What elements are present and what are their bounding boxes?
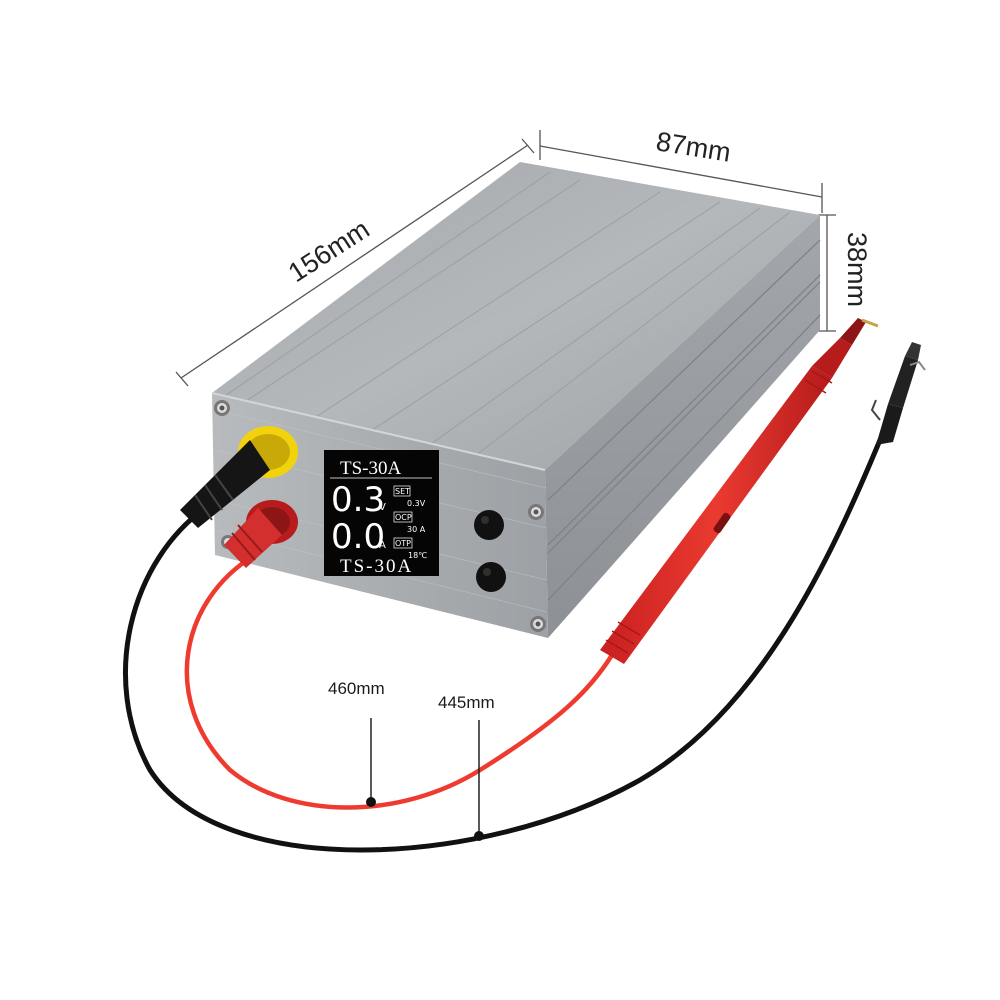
ocp-value: 30 A bbox=[407, 525, 426, 534]
screw bbox=[530, 616, 546, 632]
temperature-value: 18℃ bbox=[408, 551, 427, 560]
black-yellow-connector bbox=[180, 426, 298, 528]
otp-label: OTP bbox=[395, 539, 411, 548]
black-test-lead bbox=[122, 342, 926, 853]
red-cable-length-label: 460mm bbox=[328, 679, 385, 698]
length-dimension-label: 156mm bbox=[283, 214, 375, 288]
red-test-lead bbox=[184, 318, 879, 810]
width-dimension-label: 87mm bbox=[654, 126, 733, 167]
top-face bbox=[212, 162, 820, 470]
display-title: TS-30A bbox=[340, 458, 402, 479]
spot-welder-body: TS-30A 0.3 V 0.0 A SET 0.3V OCP 30 A OTP… bbox=[211, 162, 821, 638]
height-dimension-label: 38mm bbox=[842, 232, 872, 307]
voltage-unit: V bbox=[379, 502, 386, 513]
lcd-display: TS-30A 0.3 V 0.0 A SET 0.3V OCP 30 A OTP… bbox=[324, 450, 439, 577]
black-cable-length-label: 445mm bbox=[438, 693, 495, 712]
front-model-label: TS-30A bbox=[340, 556, 413, 577]
screw bbox=[214, 400, 230, 416]
front-button-bottom[interactable] bbox=[476, 562, 506, 592]
dimension-lines bbox=[175, 130, 836, 387]
voltage-readout: 0.3 bbox=[331, 480, 385, 520]
set-value: 0.3V bbox=[407, 499, 426, 508]
ocp-label: OCP bbox=[395, 513, 412, 522]
red-probe-pen[interactable] bbox=[600, 318, 879, 664]
set-label: SET bbox=[395, 487, 410, 496]
current-unit: A bbox=[379, 540, 386, 551]
right-side-face bbox=[545, 215, 820, 638]
front-button-top[interactable] bbox=[474, 510, 504, 540]
current-readout: 0.0 bbox=[331, 517, 385, 557]
screw bbox=[528, 504, 544, 520]
red-connector bbox=[224, 500, 298, 568]
cable-length-callouts bbox=[366, 718, 484, 841]
alligator-clip bbox=[870, 342, 926, 445]
